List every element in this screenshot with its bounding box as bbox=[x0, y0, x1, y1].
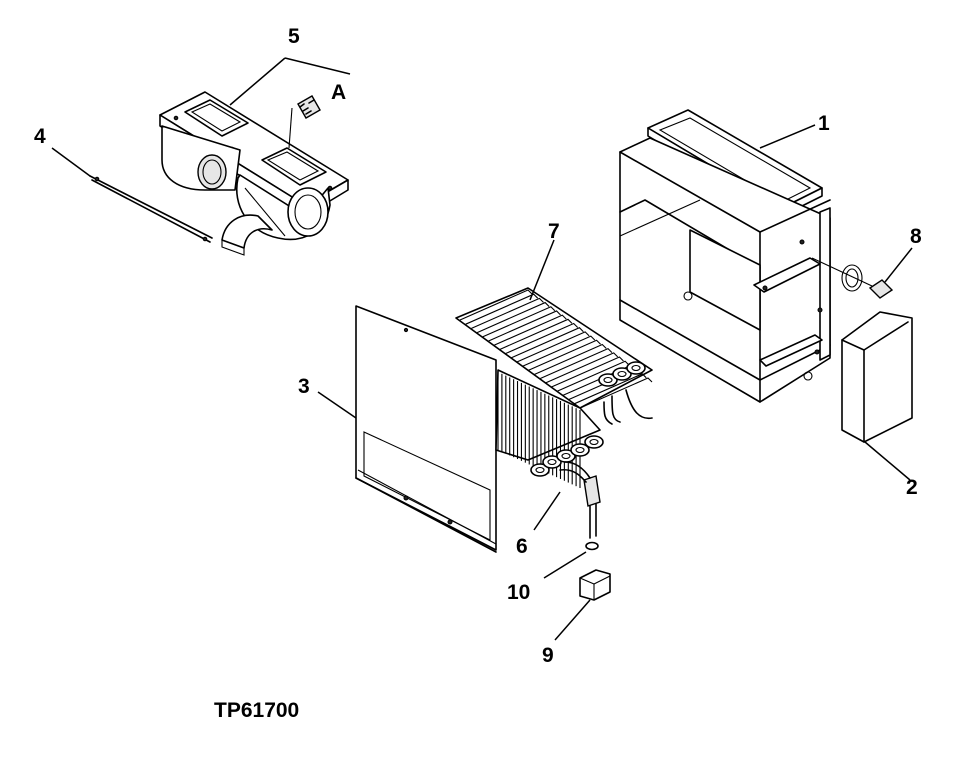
back-panel bbox=[317, 305, 497, 553]
callout-6: 6 bbox=[516, 535, 528, 558]
heater-core bbox=[455, 239, 653, 488]
clamp bbox=[811, 247, 913, 299]
callout-10: 10 bbox=[507, 581, 531, 604]
callout-detail-a: A bbox=[331, 81, 347, 104]
blower-assembly bbox=[159, 57, 351, 256]
heater-housing bbox=[619, 109, 831, 403]
callout-8: 8 bbox=[910, 225, 922, 248]
nut bbox=[543, 541, 599, 579]
callout-7: 7 bbox=[548, 220, 560, 243]
rod bbox=[51, 147, 213, 243]
callout-1: 1 bbox=[818, 112, 830, 135]
callout-3: 3 bbox=[298, 375, 310, 398]
callout-4: 4 bbox=[34, 125, 46, 148]
callout-5: 5 bbox=[288, 25, 300, 48]
thermostat-switch bbox=[533, 461, 601, 539]
resistor-detail-a bbox=[288, 95, 321, 149]
connector bbox=[554, 569, 611, 641]
figure-id: TP61700 bbox=[214, 699, 300, 722]
callout-9: 9 bbox=[542, 644, 554, 667]
callout-2: 2 bbox=[906, 476, 918, 499]
side-cover bbox=[841, 311, 913, 481]
